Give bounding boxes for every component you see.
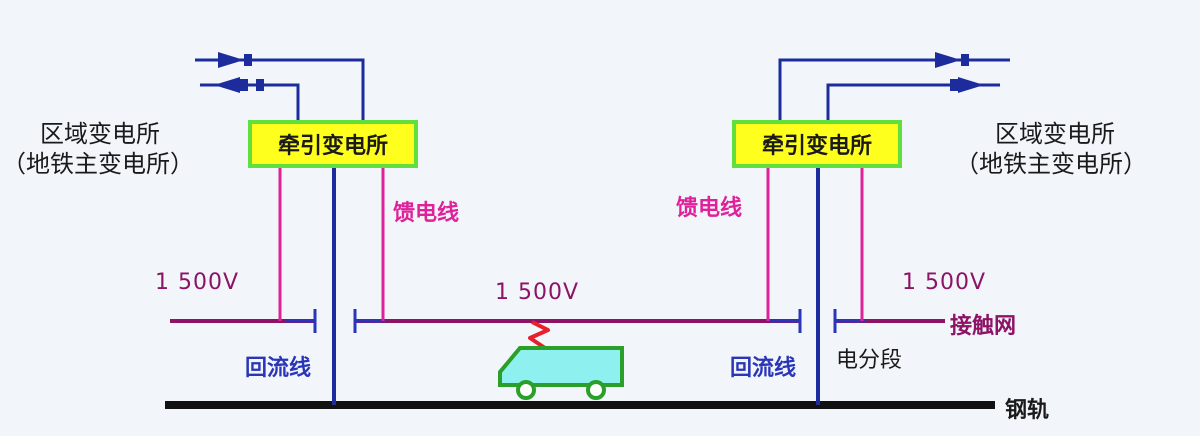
arrow-left-lower-tail	[240, 79, 248, 91]
arrow-right-lower-tail	[950, 79, 958, 91]
region-substation-left-line2: （地铁主变电所）	[2, 150, 194, 178]
region-substation-right-line2: （地铁主变电所）	[955, 150, 1147, 178]
traction-substation-right-label: 牵引变电所	[761, 134, 872, 159]
voltage-label-right: 1 500V	[902, 270, 987, 295]
supply-line-left-upper	[195, 58, 365, 120]
train-wheel-front	[516, 380, 536, 400]
train-wheel-rear	[586, 380, 606, 400]
feeder-label-left: 馈电线	[393, 201, 460, 226]
voltage-label-center: 1 500V	[495, 280, 580, 305]
region-substation-right-line1: 区域变电所	[995, 120, 1115, 148]
train-body	[498, 346, 624, 387]
pantograph-icon	[528, 320, 550, 350]
feeder-label-right: 馈电线	[676, 196, 743, 221]
arrow-right-lower	[958, 77, 984, 93]
voltage-label-left: 1 500V	[155, 270, 240, 295]
rail-label: 钢轨	[1005, 398, 1050, 423]
traction-substation-right: 牵引变电所	[732, 120, 902, 168]
supply-line-right-lower	[826, 83, 1000, 120]
arrow-left-lower	[214, 77, 240, 93]
supply-line-right-upper	[778, 58, 1010, 120]
supply-line-left-lower	[200, 83, 300, 120]
arrow-left-upper	[218, 52, 244, 68]
arrow-left-upper-tail	[244, 54, 252, 66]
catenary-label: 接触网	[950, 314, 1017, 339]
traction-substation-left-label: 牵引变电所	[277, 134, 388, 159]
return-line-label-right: 回流线	[730, 356, 797, 381]
return-line-label-left: 回流线	[245, 356, 312, 381]
arrow-left-lower-tail2	[256, 79, 264, 91]
arrow-right-upper-tail	[961, 54, 969, 66]
region-substation-left-line1: 区域变电所	[40, 120, 160, 148]
section-label: 电分段	[836, 348, 903, 373]
arrow-right-upper	[935, 52, 961, 68]
train-icon	[498, 320, 624, 400]
traction-substation-left: 牵引变电所	[248, 120, 418, 168]
